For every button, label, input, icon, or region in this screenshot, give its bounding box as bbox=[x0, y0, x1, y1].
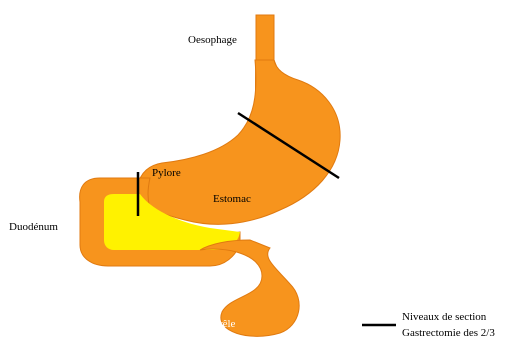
legend-line1: Niveaux de section bbox=[402, 311, 487, 323]
label-oesophage: Oesophage bbox=[188, 34, 237, 46]
label-duodenum: Duodénum bbox=[9, 221, 58, 233]
legend: Niveaux de section Gastrectomie des 2/3 bbox=[362, 311, 495, 339]
legend-line2: Gastrectomie des 2/3 bbox=[402, 327, 495, 339]
label-grele: Grêle bbox=[211, 318, 236, 330]
label-pylore: Pylore bbox=[152, 167, 181, 179]
label-estomac: Estomac bbox=[213, 193, 251, 205]
